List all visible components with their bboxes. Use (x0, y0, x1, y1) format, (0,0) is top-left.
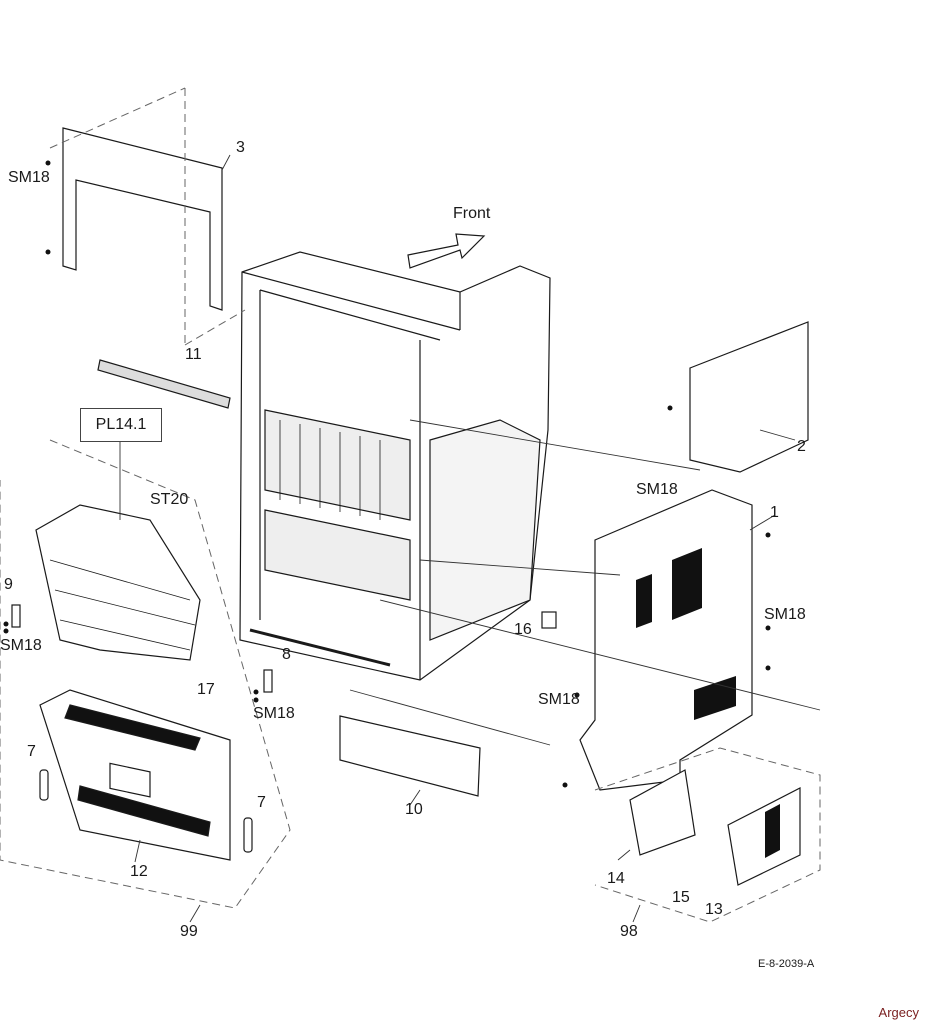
front-arrow-icon (407, 233, 486, 269)
callout-15: 15 (672, 889, 690, 906)
pl14-1-unit (35, 504, 201, 661)
part-13-cover (727, 787, 801, 886)
watermark: Argecy (878, 1005, 919, 1020)
part-11 (97, 359, 231, 409)
callout-2: 2 (797, 438, 806, 455)
subassembly-reference-box: PL14.1 (80, 408, 162, 442)
part-3-rear-cover (62, 127, 223, 311)
part-7-right (243, 817, 253, 853)
callout-sm18: SM18 (636, 481, 678, 498)
callout-sm18: SM18 (764, 606, 806, 623)
part-1-right-cover (579, 489, 753, 791)
callout-3: 3 (236, 139, 245, 156)
callout-16: 16 (514, 621, 532, 638)
callout-17: 17 (197, 681, 215, 698)
part-7-left (39, 769, 49, 801)
callout-13: 13 (705, 901, 723, 918)
group-99-outline (0, 439, 291, 909)
part-10-cover (339, 715, 481, 797)
part-14-board (629, 769, 696, 856)
figure-id: E-8-2039-A (758, 958, 815, 970)
callout-9: 9 (4, 576, 13, 593)
callout-st20: ST20 (150, 491, 189, 508)
callout-sm18: SM18 (8, 169, 50, 186)
callout-14: 14 (607, 870, 625, 887)
callout-98: 98 (620, 923, 638, 940)
group-98-outline (594, 747, 821, 923)
callout-1: 1 (770, 504, 779, 521)
callout-sm18: SM18 (0, 637, 42, 654)
callout-99: 99 (180, 923, 198, 940)
part-9-bracket (11, 604, 21, 628)
callout-7-left: 7 (27, 743, 36, 760)
part-8-bracket (263, 669, 273, 693)
part-2-side-cover (689, 321, 809, 473)
callout-12: 12 (130, 863, 148, 880)
part-16 (541, 611, 557, 629)
callout-sm18: SM18 (253, 705, 295, 722)
callout-8: 8 (282, 646, 291, 663)
callout-7-right: 7 (257, 794, 266, 811)
callout-11: 11 (185, 346, 202, 363)
callout-sm18: SM18 (538, 691, 580, 708)
callout-10: 10 (405, 801, 423, 818)
front-direction-label: Front (453, 205, 491, 222)
